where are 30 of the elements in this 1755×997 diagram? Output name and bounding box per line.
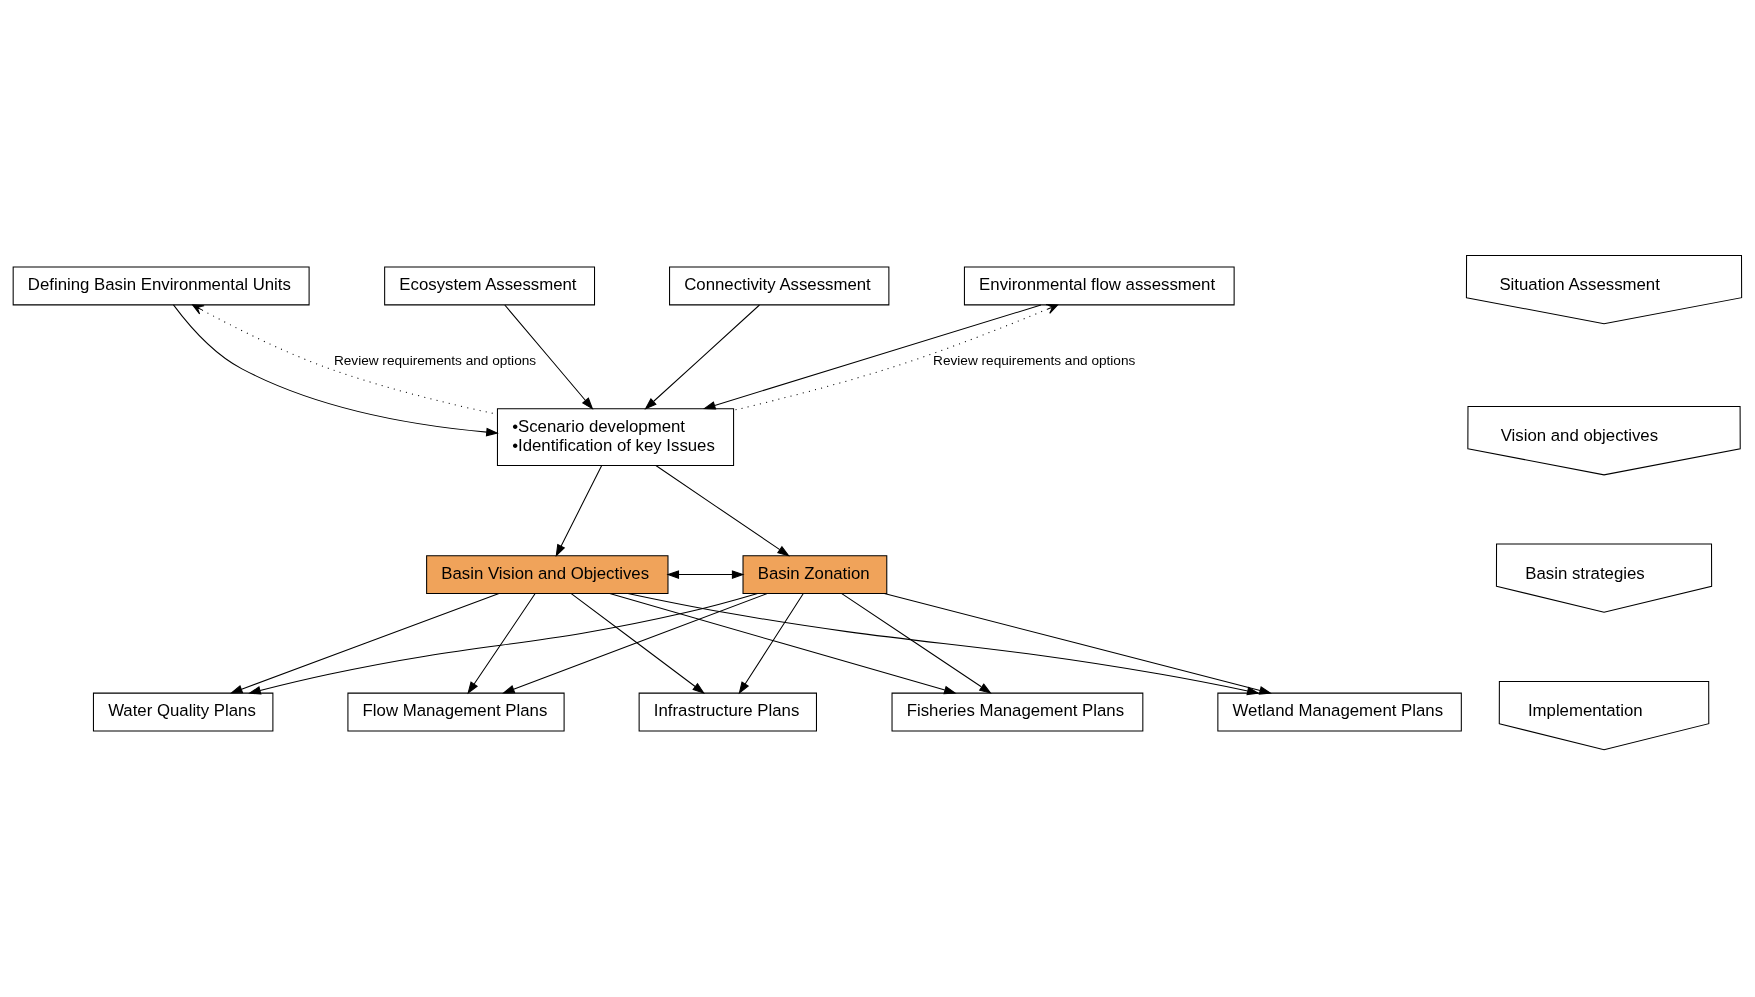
node-box: Wetland Management Plans — [1217, 692, 1462, 731]
arrow — [504, 303, 594, 410]
node-box: Ecosystem Assessment — [384, 266, 596, 305]
arrow — [229, 592, 500, 694]
arrow — [655, 464, 790, 557]
arrow — [172, 303, 499, 436]
node-box: Defining Basin Environmental Units — [12, 266, 310, 305]
edge-label: Review requirements and options — [933, 352, 1136, 368]
node-box: Water Quality Plans — [92, 692, 274, 731]
node-box: Connectivity Assessment — [669, 266, 890, 305]
node-box: Basin Vision and Objectives — [426, 554, 669, 594]
node-box: Environmental flow assessment — [963, 266, 1235, 305]
arrow — [502, 592, 768, 694]
node-box: Infrastructure Plans — [638, 692, 817, 731]
arrow — [248, 592, 759, 695]
arrow — [738, 592, 804, 694]
arrow — [467, 592, 536, 694]
arrow — [609, 592, 957, 694]
node-box: Basin Zonation — [742, 554, 888, 594]
arrow — [666, 569, 745, 579]
arrow — [841, 592, 992, 694]
arrow — [644, 303, 760, 410]
node-box: Fisheries Management Plans — [891, 692, 1144, 731]
node-box: Flow Management Plans — [347, 692, 565, 731]
arrow — [883, 592, 1272, 695]
arrow — [570, 592, 705, 694]
node-box: •Scenario development •Identification of key Issues — [496, 407, 735, 466]
edge-label: Review requirements and options — [333, 352, 537, 368]
arrow — [555, 464, 603, 557]
arrow — [627, 592, 1260, 695]
